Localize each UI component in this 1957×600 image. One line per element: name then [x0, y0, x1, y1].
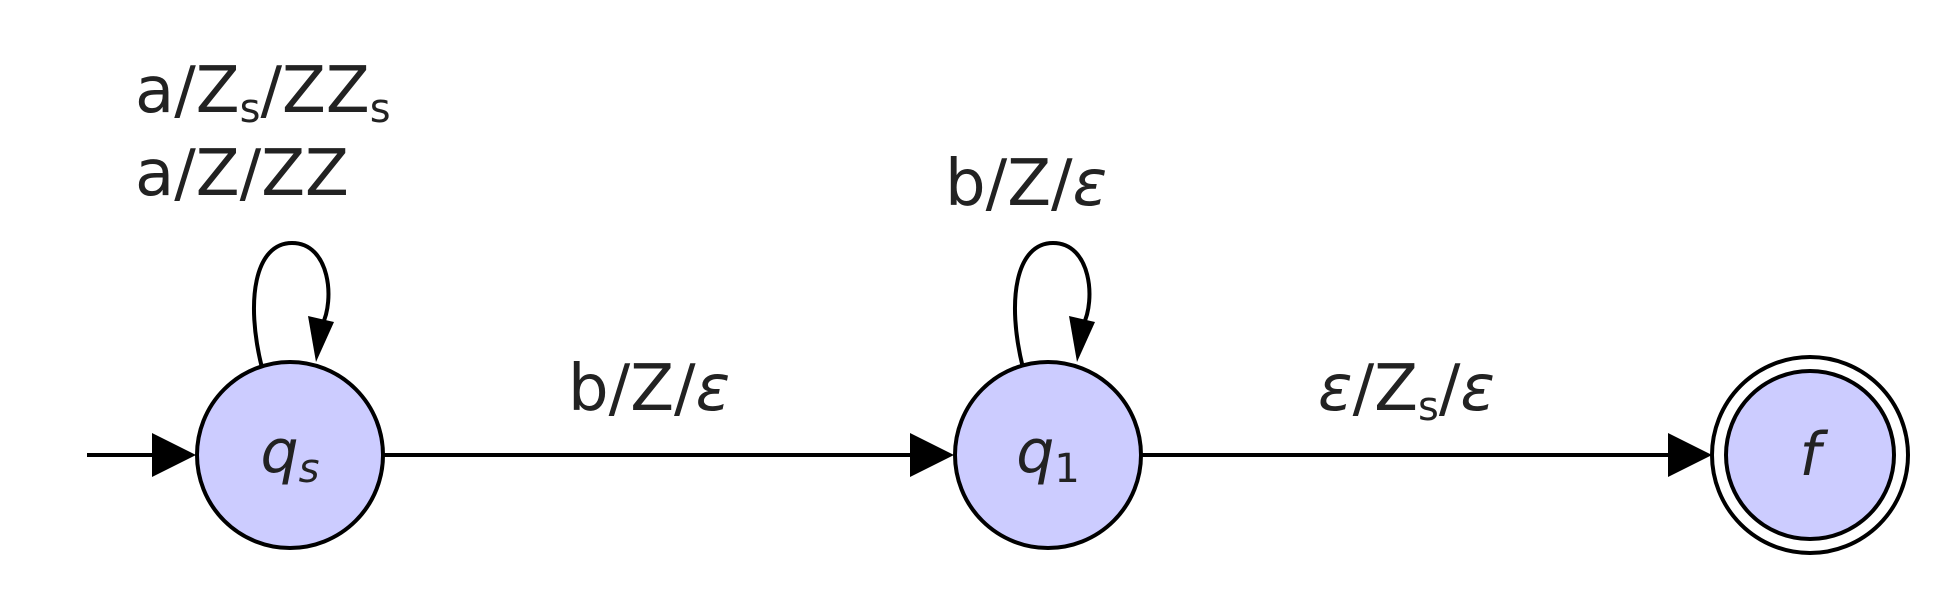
state-f-accepting: f [1710, 355, 1910, 555]
edge-q1-to-f [1142, 433, 1712, 477]
label-q1-loop: b/Z/ε [945, 147, 1107, 221]
state-q1: q1 [953, 360, 1143, 550]
initial-arrow [87, 433, 196, 477]
label-qs-loop-1: a/Zs/ZZs [135, 54, 391, 132]
label-qs-loop-2: a/Z/ZZ [135, 137, 349, 211]
svg-text:qs: qs [261, 417, 320, 492]
svg-text:q1: q1 [1016, 417, 1080, 492]
label-qs-to-q1: b/Z/ε [568, 352, 730, 426]
label-q1-to-f: ε/Zs/ε [1318, 352, 1495, 430]
state-qs: qs [195, 360, 385, 550]
loop-q1 [1012, 240, 1095, 369]
loop-qs [251, 240, 334, 369]
edge-qs-to-q1 [384, 433, 954, 477]
